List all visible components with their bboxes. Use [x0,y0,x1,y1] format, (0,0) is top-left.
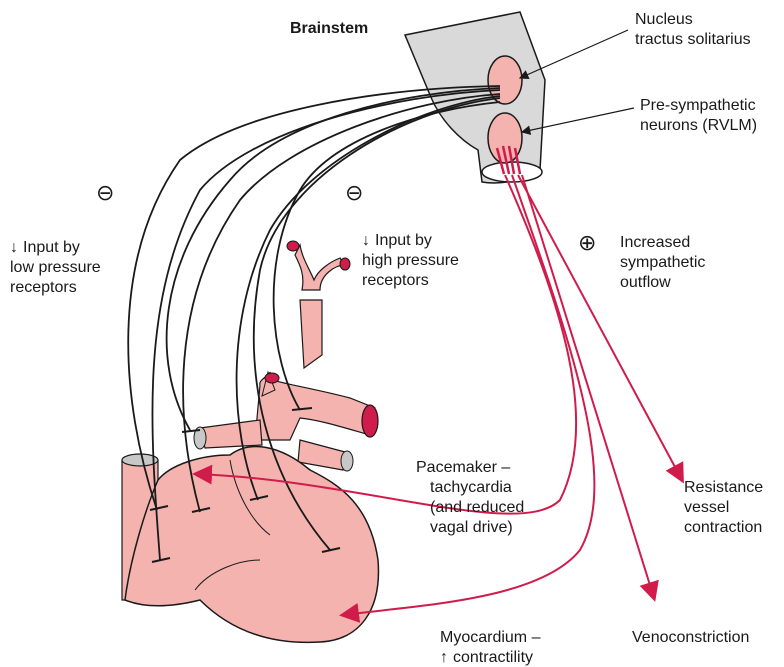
symp-label-line3: outflow [620,274,671,291]
high-receptor-label-line2: high pressure [362,252,459,269]
high-receptor-label-line1: Input by [375,232,432,249]
symp-label-line2: sympathetic [620,254,705,271]
nts-label-line2: tractus solitarius [635,31,751,48]
symp-label-line1: Increased [620,234,690,251]
plus-symbol: ⊕ [578,231,596,256]
low-receptor-label-line2: low pressure [10,259,101,276]
myocardium-label-line1: Myocardium – [440,629,541,646]
high-receptor-label-line3: receptors [362,272,429,289]
rvlm-label-line2: neurons (RVLM) [640,117,757,134]
minus-symbol-low: ⊖ [96,181,114,206]
brainstem-label: Brainstem [290,20,368,37]
high-arrow-down: ↓ [362,232,370,249]
resistance-label-line3: contraction [684,519,762,536]
minus-symbol-high: ⊖ [345,181,363,206]
resistance-label-line2: vessel [684,499,729,516]
pacemaker-label-line1: Pacemaker – [416,459,510,476]
pacemaker-label-line4: vagal drive) [430,519,513,536]
myocardium-arrow-up: ↑ [440,649,448,666]
venoconstriction-label: Venoconstriction [632,629,749,646]
rvlm-label-line1: Pre-sympathetic [640,97,756,114]
nts-label-line1: Nucleus [635,11,693,28]
low-receptor-label-line3: receptors [10,279,77,296]
heart [122,241,378,642]
low-arrow-down: ↓ [10,239,18,256]
pacemaker-label-line3: (and reduced [430,499,524,516]
low-receptor-label-line1: Input by [23,239,80,256]
pacemaker-label-line2: tachycardia [430,479,512,496]
myocardium-label-line2: contractility [453,649,533,666]
resistance-label-line1: Resistance [684,479,763,496]
